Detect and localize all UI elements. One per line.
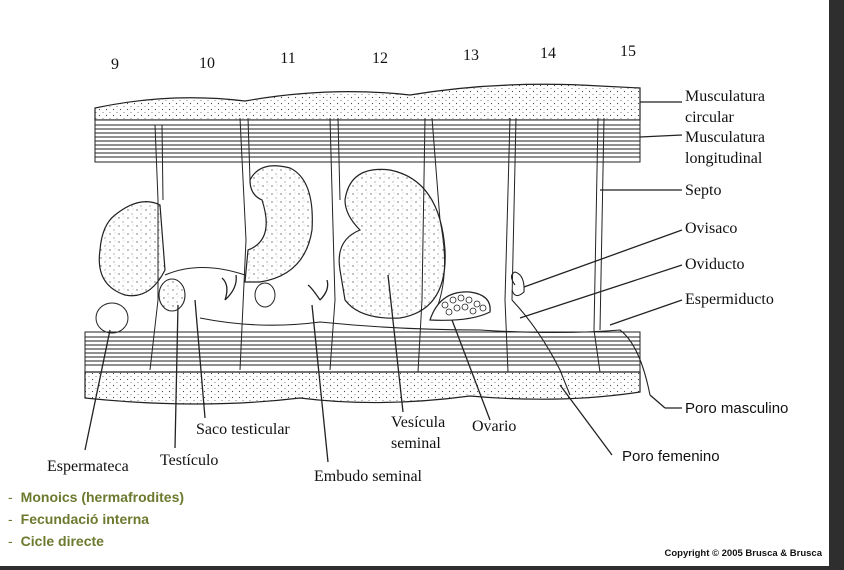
segment-number-15: 15 xyxy=(620,43,636,60)
label-ovisaco: Ovisaco xyxy=(685,220,738,237)
label-vesicula-seminal: Vesícula seminal xyxy=(391,414,446,452)
ducts xyxy=(199,271,651,396)
label-embudo-seminal: Embudo seminal xyxy=(314,468,422,485)
list-item: -Cicle directe xyxy=(8,533,104,549)
characteristics-list: -Monoics (hermafrodites) -Fecundació int… xyxy=(8,486,184,552)
slide-frame-bottom xyxy=(0,566,844,570)
label-musculatura-circular: Musculatura circular xyxy=(685,88,765,126)
label-septo: Septo xyxy=(685,182,722,199)
label-testiculo: Testículo xyxy=(160,452,219,469)
copyright-notice: Copyright © 2005 Brusca & Brusca xyxy=(664,548,822,559)
segment-number-12: 12 xyxy=(372,50,388,67)
label-espermiducto: Espermiducto xyxy=(685,291,774,308)
label-espermateca: Espermateca xyxy=(47,458,129,475)
label-musculatura-longitudinal: Musculatura longitudinal xyxy=(685,129,765,167)
testis-area xyxy=(95,267,276,334)
label-oviducto: Oviducto xyxy=(685,256,745,273)
leader-lines xyxy=(84,101,683,463)
label-saco-testicular: Saco testicular xyxy=(196,421,290,438)
lower-body-wall xyxy=(84,331,641,405)
segment-number-11: 11 xyxy=(280,50,296,67)
upper-body-wall xyxy=(94,83,641,163)
segment-number-14: 14 xyxy=(540,45,556,62)
list-item: -Fecundació interna xyxy=(8,511,150,527)
seminal-funnels xyxy=(221,274,329,301)
seminal-vesicles xyxy=(98,165,446,319)
label-poro-femenino: Poro femenino xyxy=(622,448,720,465)
earthworm-reproductive-diagram xyxy=(84,83,683,463)
segment-number-10: 10 xyxy=(199,55,215,72)
ovary xyxy=(429,291,491,321)
segment-number-9: 9 xyxy=(111,56,119,73)
label-ovario: Ovario xyxy=(472,418,517,435)
segment-number-13: 13 xyxy=(463,47,479,64)
slide-frame-right xyxy=(829,0,844,570)
list-item: -Monoics (hermafrodites) xyxy=(8,489,185,505)
label-poro-masculino: Poro masculino xyxy=(685,400,789,417)
